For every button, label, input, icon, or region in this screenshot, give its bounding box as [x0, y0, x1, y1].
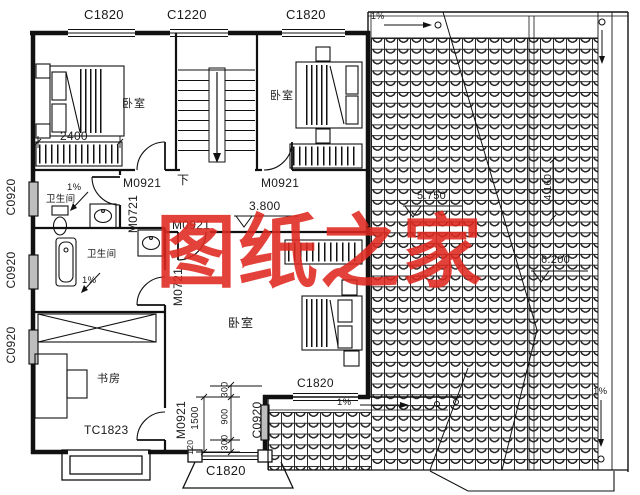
room-label-bedroom-top-right: 卧室: [270, 90, 294, 102]
dim-entry-seg-c: 300: [219, 434, 230, 451]
dim-entry-seg-a: 300: [219, 381, 230, 398]
door-label-m0721-bath-top: M0721: [126, 194, 140, 234]
bed-top-left: [35, 63, 125, 167]
door-label-m0921-bedroom-bottom: M0921: [172, 218, 211, 232]
room-label-bedroom-top-left: 卧室: [122, 98, 146, 110]
room-label-bathroom-mid: 卫生间: [87, 249, 117, 260]
dim-roof-valley: 4.160: [543, 173, 554, 201]
slope-bath-top: 1%: [67, 182, 82, 193]
door-label-m0921-top-right: M0921: [261, 176, 300, 190]
window-label-c1220-top: C1220: [167, 7, 207, 22]
room-label-study: 书房: [97, 373, 121, 385]
slope-bath-mid: 1%: [82, 275, 97, 286]
slope-roof-wing: 1%: [337, 397, 352, 408]
study-furniture: [34, 313, 157, 419]
window-label-c1820-top-left: C1820: [84, 7, 124, 22]
slope-roof-top: 1%: [371, 11, 385, 21]
bathroom-fixtures: [51, 203, 165, 287]
elevation-roof-lower: 5.750: [417, 190, 447, 202]
window-label-c0920-left-3: C0920: [4, 326, 18, 364]
door-label-m0921-top-left: M0921: [123, 176, 162, 190]
window-label-c1820-top-right: C1820: [286, 7, 326, 22]
room-label-bedroom-bottom: 卧室: [228, 316, 255, 330]
elevation-corridor: 3.800: [249, 199, 281, 213]
window-label-c1820-bedroom-bottom: C1820: [297, 376, 334, 390]
roof-tiles-wing: [268, 412, 371, 470]
window-label-c1820-entry: C1820: [206, 463, 246, 478]
window-label-c0920-left-1: C0920: [4, 178, 18, 216]
stairs: [178, 67, 255, 163]
window-label-c0920-bottom: C0920: [250, 401, 264, 439]
window-label-c0920-left-2: C0920: [4, 251, 18, 289]
window-label-tc1823: TC1823: [84, 423, 129, 437]
dim-wall-offset: 120: [184, 439, 195, 455]
room-label-bathroom-top: 卫生间: [46, 194, 76, 205]
watermark-text: 图纸之家: [156, 210, 484, 298]
bed-top-right: [289, 46, 363, 169]
elevation-roof-upper: 6.200: [541, 254, 571, 266]
slope-roof-right: 1%: [593, 386, 608, 397]
dim-bed-width: 2400: [60, 129, 88, 143]
bay-and-porch: [61, 449, 295, 489]
stairs-down-label: 下: [177, 173, 190, 187]
